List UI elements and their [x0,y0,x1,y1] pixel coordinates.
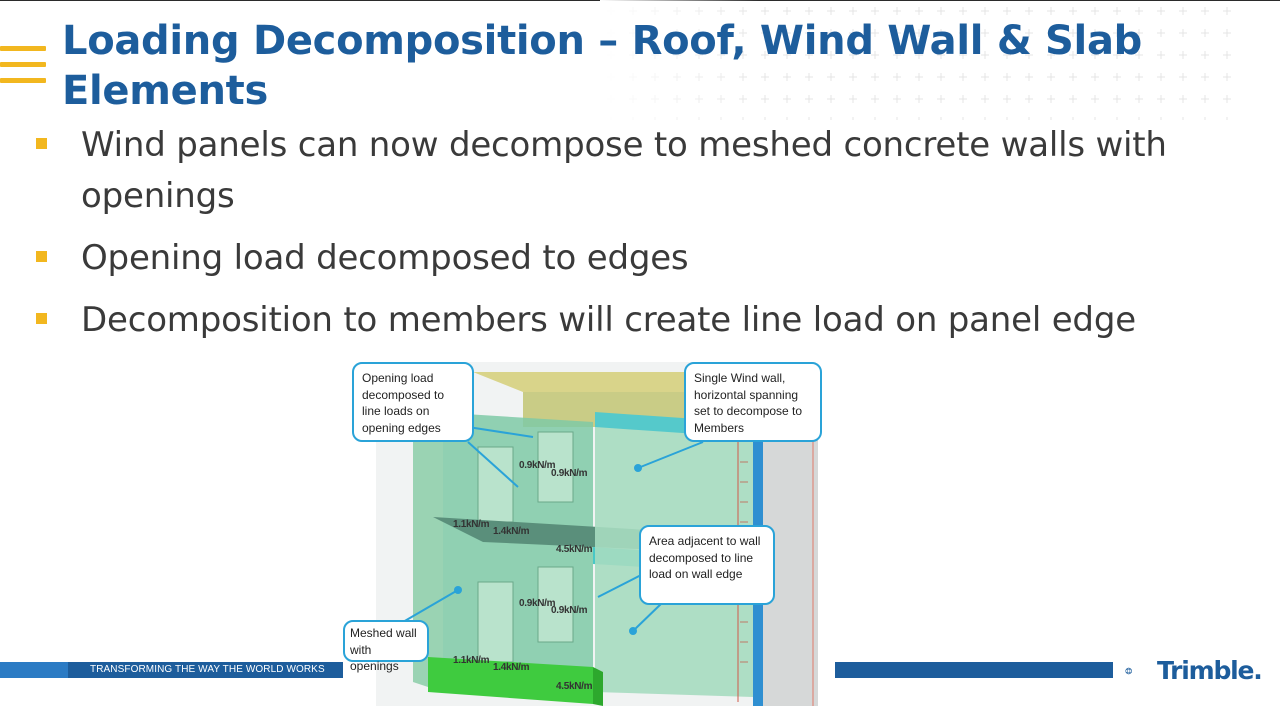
bullet-square-icon [36,313,47,324]
bullet-item: Decomposition to members will create lin… [34,295,1174,346]
load-label: 1.1kN/m [453,519,490,530]
bullet-square-icon [36,251,47,262]
load-label: 0.9kN/m [551,605,588,616]
background-plus-pattern [600,0,1240,120]
callout-opening-load: Opening load decomposed to line loads on… [352,362,474,442]
load-label: 4.5kN/m [556,544,593,555]
load-label: 0.9kN/m [519,460,556,471]
trimble-logo-text: Trimble. [1157,656,1263,685]
callout-area-adjacent: Area adjacent to wall decomposed to line… [639,525,775,605]
bullet-text: Opening load decomposed to edges [81,238,689,278]
slide-title: Loading Decomposition – Roof, Wind Wall … [62,18,1142,114]
bullet-item: Opening load decomposed to edges [34,233,1174,284]
load-label: 1.4kN/m [493,526,530,537]
load-label: 0.9kN/m [519,598,556,609]
load-label: 4.5kN/m [556,681,593,692]
footer-bar-accent [0,662,68,678]
callout-wind-wall: Single Wind wall, horizontal spanning se… [684,362,822,442]
bullet-text: Decomposition to members will create lin… [81,300,1136,340]
bullet-list: Wind panels can now decompose to meshed … [34,120,1174,357]
bullet-item: Wind panels can now decompose to meshed … [34,120,1174,222]
footer-tagline: TRANSFORMING THE WAY THE WORLD WORKS [90,664,325,675]
title-accent-lines [0,46,46,94]
bullet-square-icon [36,138,47,149]
bullet-text: Wind panels can now decompose to meshed … [81,125,1167,216]
load-label: 1.1kN/m [453,655,490,666]
decomposition-figure: Opening load decomposed to line loads on… [343,352,835,706]
load-label: 1.4kN/m [493,662,530,673]
callout-meshed-wall: Meshed wall with openings [343,620,429,673]
footer-bar-right [835,662,1113,678]
trimble-globe-icon [1125,667,1132,675]
load-label: 0.9kN/m [551,468,588,479]
footer-bar-left [68,662,343,678]
